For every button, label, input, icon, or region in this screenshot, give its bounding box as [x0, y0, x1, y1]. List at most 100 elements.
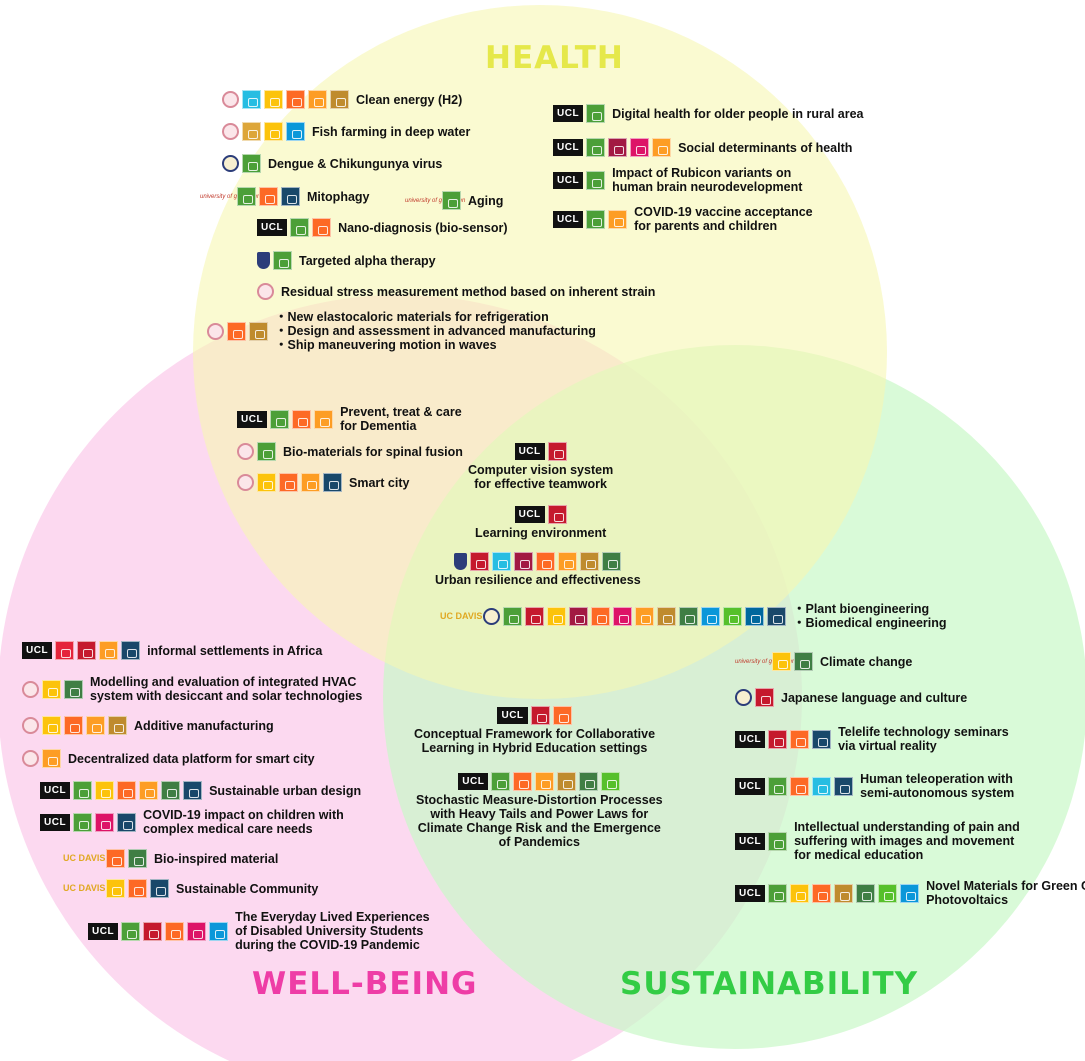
- sdg-3-icon: [257, 442, 276, 461]
- project-label: Fish farming in deep water: [312, 124, 471, 139]
- project-label: Additive manufacturing: [134, 718, 274, 733]
- project-label-line: Prevent, treat & care: [340, 405, 462, 419]
- sdg-15-icon: [723, 606, 742, 626]
- ucl-logo: UCL: [735, 884, 766, 902]
- project-label-line: Telelife technology seminars: [838, 725, 1009, 739]
- project-label-line: for Dementia: [340, 419, 417, 433]
- university-seal-icon: [222, 91, 239, 108]
- project-label-line: for medical education: [794, 848, 924, 862]
- project-label-line: semi-autonomous system: [860, 786, 1015, 800]
- sdg-3-icon: [121, 921, 141, 941]
- sdg-13-icon: [679, 606, 698, 626]
- sdg-12-icon: [330, 90, 349, 109]
- sdg-17-icon: [117, 812, 137, 832]
- project-label-line: Intellectual understanding of pain and: [794, 820, 1020, 834]
- sdg-9-icon: [117, 781, 137, 800]
- project-icons: UCL: [553, 138, 672, 157]
- groningen-logo: university of groningen: [200, 193, 261, 200]
- sdg-13-icon: [161, 781, 181, 800]
- project-label: Climate change: [820, 654, 913, 669]
- ucl-logo: UCL: [40, 813, 71, 831]
- project-label-line: ・Plant bioengineering: [793, 602, 930, 616]
- sdg-9-icon: [106, 849, 125, 868]
- university-seal-icon: [22, 717, 39, 734]
- project-label: Bio-materials for spinal fusion: [283, 444, 463, 459]
- sustainability-title: SUSTAINABILITY: [620, 966, 919, 1002]
- sdg-4-icon: [755, 688, 774, 707]
- sdg-2-icon: [242, 122, 261, 141]
- project-label-line: of Pandemics: [498, 835, 580, 849]
- project-label: informal settlements in Africa: [147, 643, 323, 658]
- sdg-9-icon: [227, 321, 246, 341]
- sdg-4-icon: [77, 641, 97, 660]
- ucdavis-logo: UC DAVIS: [63, 853, 106, 863]
- project-residual-stress: Residual stress measurement method based…: [257, 283, 655, 300]
- project-icons: UCL: [40, 781, 203, 800]
- ucl-logo: UCL: [22, 642, 53, 659]
- sdg-7-icon: [264, 122, 283, 141]
- sdg-3-icon: [586, 209, 606, 229]
- sdg-11-icon: [86, 716, 105, 735]
- project-pain: UCL Intellectual understanding of pain an…: [735, 820, 1020, 862]
- sdg-11-icon: [558, 552, 578, 571]
- project-label-line: of Disabled University Students: [235, 924, 424, 938]
- sdg-3-icon: [290, 218, 310, 237]
- sdg-3-icon: [586, 170, 606, 190]
- project-label: Bio-inspired material: [154, 851, 279, 866]
- project-label-line: COVID-19 impact on children with: [143, 808, 344, 822]
- sdg-8-icon: [569, 606, 588, 626]
- sdg-10-icon: [630, 138, 650, 157]
- project-label-line: Conceptual Framework for Collaborative: [414, 727, 656, 741]
- sdg-4-icon: [768, 729, 788, 749]
- project-label-line: ・Biomedical engineering: [793, 616, 947, 630]
- ucl-logo: UCL: [553, 139, 584, 156]
- project-label-line: for parents and children: [634, 219, 778, 233]
- sdg-3-icon: [491, 772, 511, 791]
- project-icons: UCL: [497, 706, 572, 725]
- sdg-9-icon: [259, 187, 278, 206]
- project-label: Decentralized data platform for smart ci…: [68, 751, 315, 766]
- sdg-9-icon: [790, 776, 810, 796]
- wellbeing-title: WELL-BEING: [252, 966, 478, 1002]
- sdg-4-icon: [525, 606, 544, 626]
- ucl-logo: UCL: [735, 832, 766, 850]
- project-hvac: Modelling and evaluation of integrated H…: [22, 675, 362, 703]
- project-label: Japanese language and culture: [781, 690, 968, 705]
- sdg-11-icon: [535, 772, 555, 791]
- project-alpha-therapy: Targeted alpha therapy: [257, 251, 436, 270]
- sdg-9-icon: [128, 879, 147, 898]
- project-icons: UCL: [553, 209, 628, 229]
- sdg-6-icon: [812, 776, 832, 796]
- sdg-12-icon: [834, 883, 854, 903]
- project-icons: UCL: [514, 442, 567, 461]
- project-label-line: during the COVID-19 Pandemic: [235, 938, 420, 952]
- project-icons: UC DAVIS: [63, 849, 147, 868]
- sdg-9-icon: [536, 552, 556, 571]
- project-fish-farming: Fish farming in deep water: [222, 122, 470, 141]
- sdg-3-icon: [242, 154, 261, 173]
- sdg-7-icon: [106, 879, 125, 898]
- project-icons: UCL: [40, 812, 137, 832]
- project-label: Urban resilience and effectiveness: [435, 573, 641, 587]
- university-seal-icon: [222, 155, 239, 172]
- university-seal-icon: [22, 680, 39, 698]
- project-label: Smart city: [349, 475, 410, 490]
- university-seal-icon: [237, 443, 254, 460]
- project-label-line: ・New elastocaloric materials for refrige…: [275, 310, 549, 324]
- project-label-line: Computer vision system: [468, 463, 614, 477]
- project-icons: UC DAVIS: [440, 606, 786, 626]
- project-icons: UCL: [735, 729, 832, 749]
- sdg-9-icon: [292, 409, 312, 429]
- sdg-9-icon: [64, 716, 83, 735]
- sdg-17-icon: [834, 776, 854, 796]
